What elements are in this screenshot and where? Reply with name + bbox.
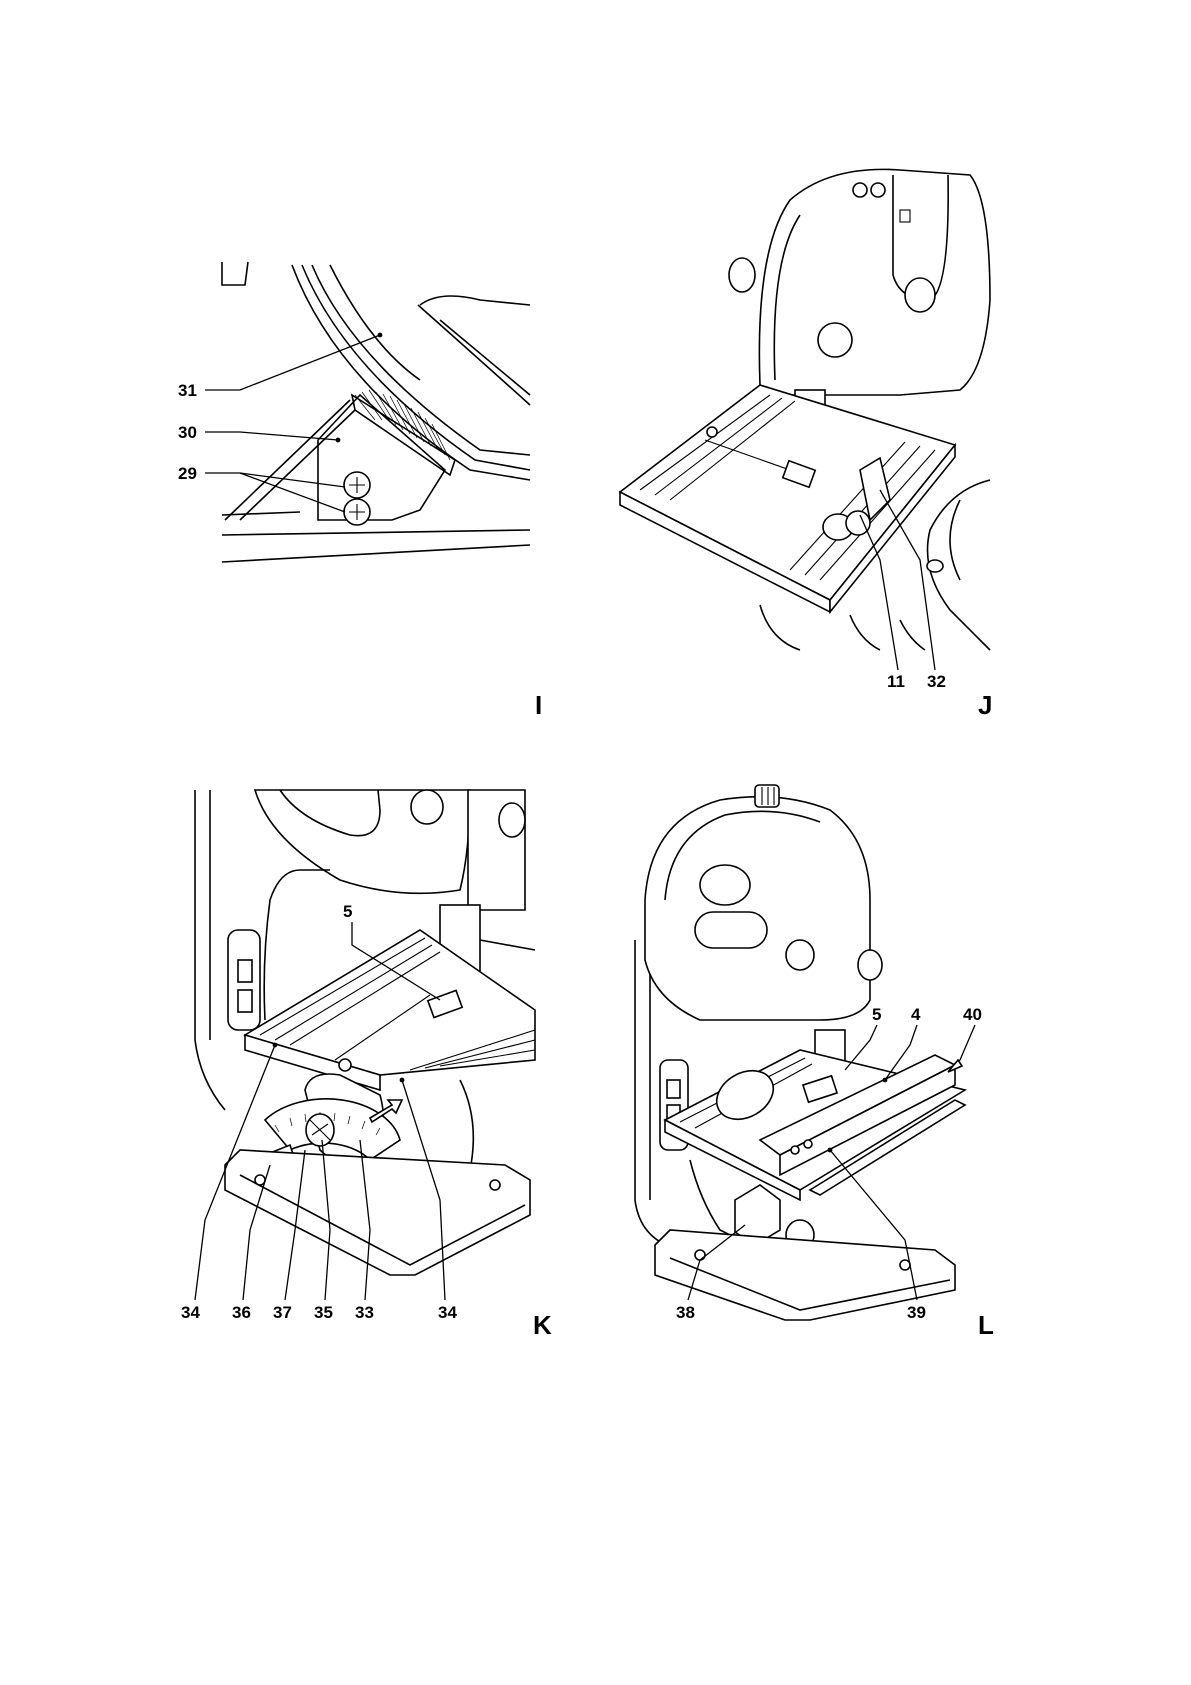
table-lock-knob-2 [846,511,870,535]
on-switch[interactable] [667,1080,680,1098]
housing-window-round [700,865,750,905]
fence-screw-2 [804,1140,812,1148]
base-hole-left [255,1175,265,1185]
housing-window-oval [695,912,767,948]
upper-wheel-housing [645,797,870,1020]
figure-i: 31 30 29 I [178,262,542,720]
table-hole [339,1059,351,1071]
callout-39: 39 [907,1303,926,1322]
base-hole-right [490,1180,500,1190]
housing-knob-side [858,950,882,980]
figure-j: 11 32 J [620,169,992,720]
base-line-2 [222,545,530,562]
callout-40: 40 [963,1005,982,1024]
figure-letter-i: I [535,690,542,720]
tension-knob [755,785,779,807]
leader-40 [950,1025,975,1068]
body-lower-left [760,605,800,650]
callout-34-left: 34 [181,1303,200,1322]
callout-38: 38 [676,1303,695,1322]
wheel-cutout-top [420,296,530,305]
figure-l: 5 4 40 38 39 L [635,785,994,1340]
table-hole [707,427,717,437]
figure-k: 5 34 36 37 35 33 34 K [181,790,552,1340]
front-knob [818,323,852,357]
wheel-spoke-edge [330,265,420,380]
callout-31: 31 [178,381,197,400]
base-hole-right [900,1260,910,1270]
base-hole-left [695,1250,705,1260]
top-bolt-1 [853,183,867,197]
upper-wheel-housing [759,169,990,395]
guide-rod [480,940,535,950]
tension-knob [905,278,935,312]
motor-screw [927,560,943,572]
callout-5: 5 [872,1005,881,1024]
callout-35: 35 [314,1303,333,1322]
figure-letter-l: L [978,1310,994,1340]
leader-30 [205,432,338,440]
callout-4: 4 [911,1005,921,1024]
callout-32: 32 [927,672,946,691]
figure-letter-j: J [978,690,992,720]
figure-letter-k: K [533,1310,552,1340]
knob-top [411,790,443,824]
on-switch[interactable] [238,960,252,982]
motor-edge [950,500,960,580]
leader-31 [205,335,380,390]
leader-5 [845,1025,877,1070]
base-lines [850,615,925,650]
base-plate [225,1150,530,1275]
callout-5: 5 [343,902,352,921]
callout-29: 29 [178,464,197,483]
fence-screw-1 [791,1146,799,1154]
callout-34-right: 34 [438,1303,457,1322]
callout-37: 37 [273,1303,292,1322]
wheel-cutout-diag [418,305,530,405]
wheel-cutout-inner [440,320,530,395]
base-line-1 [222,530,530,535]
frame-corner [222,262,248,285]
worktable-top [620,385,955,600]
side-knob-left [729,258,755,292]
callout-11: 11 [887,672,905,691]
callout-36: 36 [232,1303,251,1322]
knob-side [499,803,525,837]
top-bolt-2 [871,183,885,197]
housing-knob-front [786,940,814,970]
callout-33: 33 [355,1303,374,1322]
off-switch[interactable] [238,990,252,1012]
callout-30: 30 [178,423,197,442]
